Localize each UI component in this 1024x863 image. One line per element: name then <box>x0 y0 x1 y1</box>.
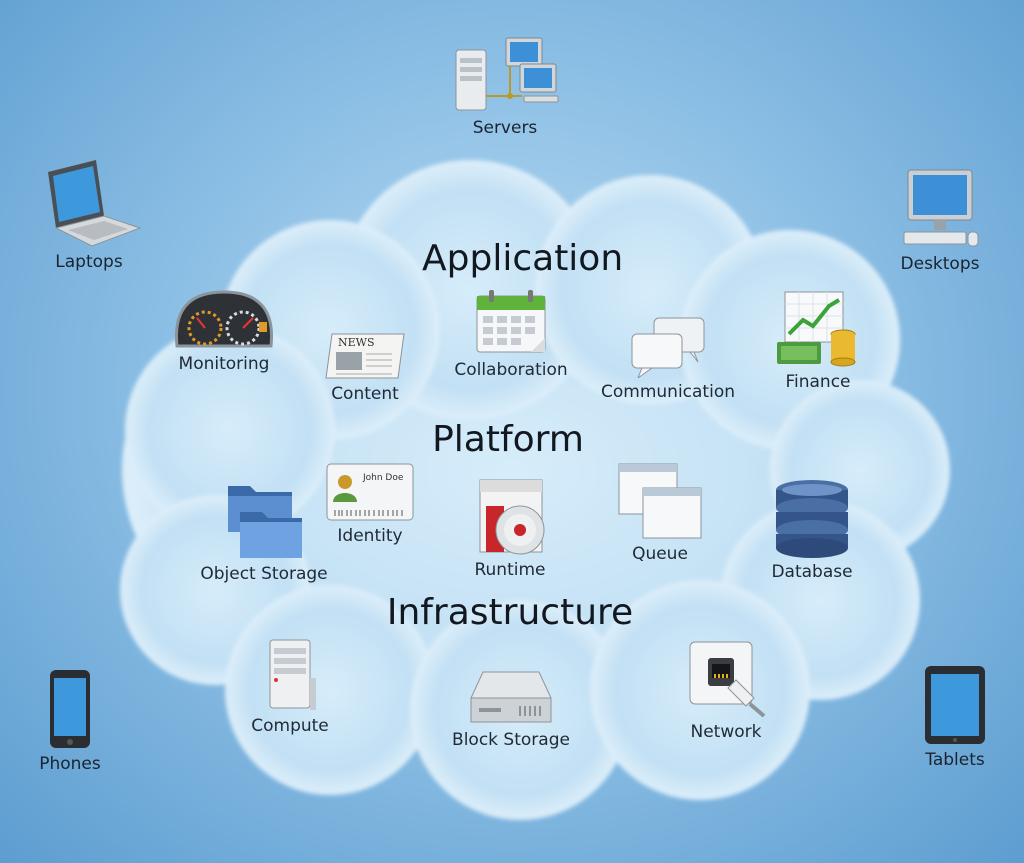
id-card-icon: John Doe <box>326 463 414 521</box>
id-card-name: John Doe <box>362 473 404 483</box>
laptops-label: Laptops <box>55 252 123 272</box>
newspaper-masthead: NEWS <box>338 336 375 349</box>
database-label: Database <box>771 562 853 582</box>
runtime-node: Runtime <box>458 476 562 580</box>
content-node: NEWS Content <box>318 330 412 404</box>
layer-heading-infrastructure: Infrastructure <box>386 592 634 633</box>
phones-node: Phones <box>30 668 110 774</box>
network-label: Network <box>690 722 762 742</box>
tablets-node: Tablets <box>910 664 1000 770</box>
newspaper-icon: NEWS <box>325 333 405 379</box>
identity-node: John Doe Identity <box>318 462 422 546</box>
finance-label: Finance <box>785 372 851 392</box>
network-node: Network <box>678 638 774 742</box>
layer-heading-platform: Platform <box>432 419 584 460</box>
block-storage-node: Block Storage <box>446 668 576 750</box>
network-jack-icon <box>689 641 766 718</box>
gauge-icon <box>174 290 274 348</box>
block-storage-label: Block Storage <box>452 730 570 750</box>
folders-icon <box>228 486 302 558</box>
identity-label: Identity <box>337 526 403 546</box>
queue-label: Queue <box>632 544 688 564</box>
runtime-label: Runtime <box>474 560 546 580</box>
chat-bubbles-icon <box>631 317 705 378</box>
servers-icon <box>455 37 559 111</box>
tablet-icon <box>925 666 985 744</box>
collaboration-label: Collaboration <box>454 360 568 380</box>
calendar-icon <box>476 290 546 353</box>
collaboration-node: Collaboration <box>444 290 578 380</box>
phones-label: Phones <box>39 754 101 774</box>
finance-node: Finance <box>772 290 864 392</box>
compute-node: Compute <box>240 638 340 736</box>
monitoring-node: Monitoring <box>162 288 286 374</box>
communication-label: Communication <box>601 382 735 402</box>
communication-node: Communication <box>596 316 740 402</box>
content-label: Content <box>331 384 399 404</box>
object-storage-node: Object Storage <box>192 480 336 584</box>
database-icon <box>776 480 848 558</box>
phone-icon <box>50 670 90 748</box>
desktops-node: Desktops <box>890 168 990 274</box>
tablets-label: Tablets <box>925 750 985 770</box>
queue-node: Queue <box>612 462 708 564</box>
object-storage-label: Object Storage <box>200 564 328 584</box>
layer-heading-application: Application <box>422 238 624 279</box>
desktop-icon <box>903 169 979 247</box>
windows-stack-icon <box>618 463 702 539</box>
server-tower-icon <box>269 639 316 710</box>
laptops-node: Laptops <box>30 156 148 272</box>
servers-label: Servers <box>472 118 538 138</box>
servers-node: Servers <box>440 36 570 138</box>
runtime-box-icon <box>479 479 545 555</box>
compute-label: Compute <box>251 716 329 736</box>
hard-drive-icon <box>470 671 552 723</box>
desktops-label: Desktops <box>900 254 980 274</box>
monitoring-label: Monitoring <box>178 354 270 374</box>
database-node: Database <box>762 478 862 582</box>
finance-chart-icon <box>777 291 856 367</box>
laptop-icon <box>48 160 142 247</box>
